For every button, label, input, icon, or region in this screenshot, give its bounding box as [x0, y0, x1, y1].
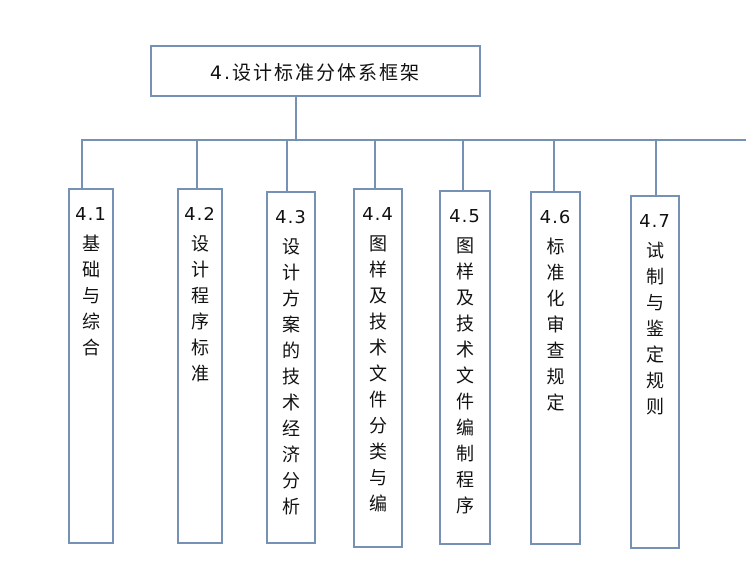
branch-label: 图样及技术文件分类与编: [369, 234, 387, 515]
branch-node-4-4: 4.4 图样及技术文件分类与编: [353, 188, 403, 548]
branch-number: 4.2: [184, 204, 216, 225]
branch-number: 4.7: [639, 211, 671, 232]
branch-label: 设计方案的技术经济分析: [282, 237, 300, 518]
branch-label: 标准化审查规定: [546, 237, 565, 414]
branch-node-4-5: 4.5 图样及技术文件编制程序: [439, 190, 491, 545]
branch-node-4-6: 4.6 标准化审查规定: [530, 191, 581, 545]
branch-number: 4.6: [539, 207, 572, 228]
branch-label: 基础与综合: [82, 234, 100, 359]
branch-node-4-3: 4.3 设计方案的技术经济分析: [266, 191, 316, 544]
branch-label: 图样及技术文件编制程序: [456, 236, 474, 517]
branch-node-4-2: 4.2 设计程序标准: [177, 188, 223, 544]
branch-node-4-1: 4.1 基础与综合: [68, 188, 114, 544]
branch-number: 4.3: [275, 207, 307, 228]
branch-node-4-7: 4.7 试制与鉴定规则: [630, 195, 680, 549]
branch-number: 4.5: [449, 206, 481, 227]
branch-label: 试制与鉴定规则: [646, 241, 664, 418]
branch-number: 4.4: [362, 204, 394, 225]
branch-label: 设计程序标准: [191, 234, 209, 385]
root-node-label: 4.设计标准分体系框架: [209, 61, 422, 84]
branch-number: 4.1: [75, 204, 107, 225]
root-node: 4.设计标准分体系框架: [150, 45, 481, 97]
